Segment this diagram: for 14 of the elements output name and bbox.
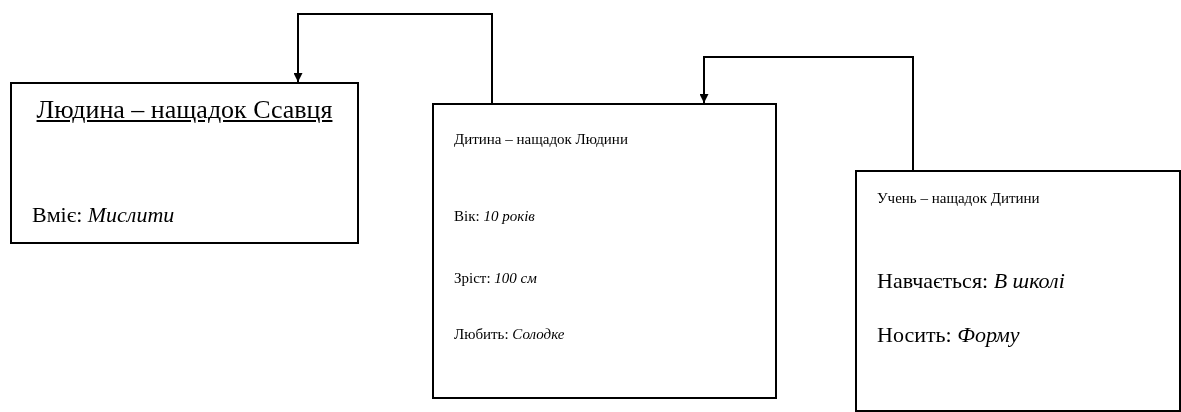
attribute-text: Любить: Солодке [454, 325, 565, 343]
class-title: Людина – нащадок Ссавця [35, 94, 334, 126]
attribute-text: Носить: Форму [877, 322, 1020, 349]
arrow [699, 56, 914, 171]
attribute-text: Вміє: Мислити [32, 202, 175, 229]
attribute-text: Учень – нащадок Дитини [877, 189, 1040, 207]
attribute-text: Вік: 10 років [454, 207, 535, 225]
attribute-text: Зріст: 100 см [454, 269, 537, 287]
class-box [432, 103, 777, 399]
attribute-text: Дитина – нащадок Людини [454, 130, 628, 148]
attribute-text: Навчається: В школі [877, 268, 1065, 295]
class-box [10, 82, 359, 244]
arrow [293, 13, 493, 104]
class-box [855, 170, 1181, 412]
